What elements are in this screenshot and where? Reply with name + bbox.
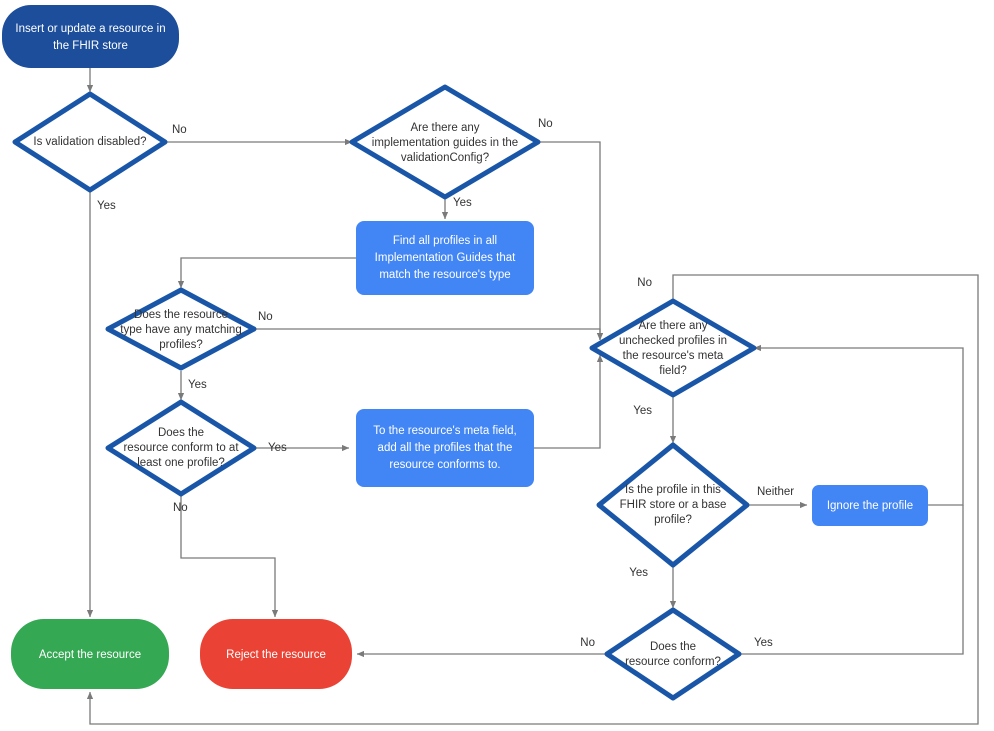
edge-guides-no bbox=[538, 141, 604, 341]
label-conform-yes: Yes bbox=[754, 637, 773, 649]
profile-store-line3: profile? bbox=[654, 514, 692, 526]
edge-meta-to-unchecked bbox=[534, 354, 604, 449]
label-unchecked-no: No bbox=[637, 277, 652, 289]
matching-line3: profiles? bbox=[159, 339, 202, 351]
profile-store-line2: FHIR store or a base bbox=[620, 499, 727, 511]
label-unchecked-yes: Yes bbox=[633, 405, 652, 417]
validation-disabled-shape bbox=[12, 91, 168, 193]
unchecked-line4: field? bbox=[659, 365, 687, 377]
node-profile-in-store[interactable]: Is the profile in this FHIR store or a b… bbox=[596, 442, 750, 568]
start-shape bbox=[2, 5, 179, 68]
resource-conform-line1: Does the bbox=[650, 641, 696, 653]
reject-label: Reject the resource bbox=[226, 649, 326, 661]
find-profiles-line1: Find all profiles in all bbox=[393, 235, 497, 247]
matching-line2: type have any matching bbox=[120, 324, 241, 336]
meta-line1: To the resource's meta field, bbox=[373, 425, 516, 437]
resource-conform-line2: resource conform? bbox=[625, 656, 721, 668]
label-matching-yes: Yes bbox=[188, 379, 207, 391]
node-find-profiles[interactable]: Find all profiles in all Implementation … bbox=[356, 221, 534, 295]
edge-ignore-to-unchecked bbox=[753, 344, 964, 506]
guides-label-line3: validationConfig? bbox=[401, 152, 489, 164]
node-conform-one-profile[interactable]: Does the resource conform to at least on… bbox=[105, 399, 257, 497]
meta-line3: resource conforms to. bbox=[389, 459, 500, 471]
conform-one-shape bbox=[105, 399, 257, 497]
edge-unchecked-no bbox=[86, 274, 979, 725]
conform-one-line2: resource conform to at bbox=[123, 442, 239, 454]
node-implementation-guides[interactable]: Are there any implementation guides in t… bbox=[349, 84, 541, 200]
label-profile-neither: Neither bbox=[757, 486, 794, 498]
validation-disabled-label: Is validation disabled? bbox=[33, 136, 146, 148]
node-start[interactable]: Insert or update a resource in the FHIR … bbox=[2, 5, 179, 68]
label-conform-one-no: No bbox=[173, 502, 188, 514]
profile-in-store-shape bbox=[596, 442, 750, 568]
edge-conform-one-no bbox=[180, 496, 279, 618]
meta-line2: add all the profiles that the bbox=[378, 442, 513, 454]
node-resource-conform[interactable]: Does the resource conform? bbox=[604, 607, 742, 701]
node-unchecked-profiles[interactable]: Are there any unchecked profiles in the … bbox=[589, 298, 757, 398]
profile-store-line1: Is the profile in this bbox=[625, 484, 721, 496]
node-matching-profiles[interactable]: Does the resource type have any matching… bbox=[105, 287, 257, 371]
find-profiles-line3: match the resource's type bbox=[379, 269, 510, 281]
implementation-guides-shape bbox=[349, 84, 541, 200]
node-add-profiles-meta[interactable]: To the resource's meta field, add all th… bbox=[356, 409, 534, 487]
label-conform-one-yes: Yes bbox=[268, 442, 287, 454]
guides-label-line1: Are there any bbox=[410, 122, 479, 134]
edge-find-profiles-to-matching bbox=[177, 257, 356, 289]
conform-one-line1: Does the bbox=[158, 427, 204, 439]
label-profile-yes: Yes bbox=[629, 567, 648, 579]
connectors bbox=[86, 68, 979, 725]
accept-label: Accept the resource bbox=[39, 649, 141, 661]
edge-matching-no bbox=[254, 328, 604, 341]
resource-conform-shape bbox=[604, 607, 742, 701]
start-label-line1: Insert or update a resource in bbox=[15, 23, 165, 35]
conform-one-line3: least one profile? bbox=[137, 457, 225, 469]
matching-line1: Does the resource bbox=[134, 309, 228, 321]
node-validation-disabled[interactable]: Is validation disabled? bbox=[12, 91, 168, 193]
start-label-line2: the FHIR store bbox=[53, 40, 128, 52]
unchecked-line3: the resource's meta bbox=[623, 350, 724, 362]
label-conform-no: No bbox=[580, 637, 595, 649]
label-guides-yes: Yes bbox=[453, 197, 472, 209]
label-guides-no: No bbox=[538, 118, 553, 130]
node-reject[interactable]: Reject the resource bbox=[200, 619, 352, 689]
unchecked-line2: unchecked profiles in bbox=[619, 335, 727, 347]
label-matching-no: No bbox=[258, 311, 273, 323]
label-validation-no: No bbox=[172, 124, 187, 136]
accept-shape bbox=[11, 619, 169, 689]
label-validation-yes: Yes bbox=[97, 200, 116, 212]
find-profiles-shape bbox=[356, 221, 534, 295]
unchecked-line1: Are there any bbox=[638, 320, 707, 332]
node-ignore-profile[interactable]: Ignore the profile bbox=[812, 485, 928, 526]
reject-shape bbox=[200, 619, 352, 689]
ignore-profile-shape bbox=[812, 485, 928, 526]
unchecked-profiles-shape bbox=[589, 298, 757, 398]
add-profiles-meta-shape bbox=[356, 409, 534, 487]
edge-conform-yes bbox=[739, 505, 964, 655]
node-accept[interactable]: Accept the resource bbox=[11, 619, 169, 689]
ignore-profile-label: Ignore the profile bbox=[827, 500, 913, 512]
find-profiles-line2: Implementation Guides that bbox=[375, 252, 516, 264]
matching-profiles-shape bbox=[105, 287, 257, 371]
guides-label-line2: implementation guides in the bbox=[372, 137, 518, 149]
